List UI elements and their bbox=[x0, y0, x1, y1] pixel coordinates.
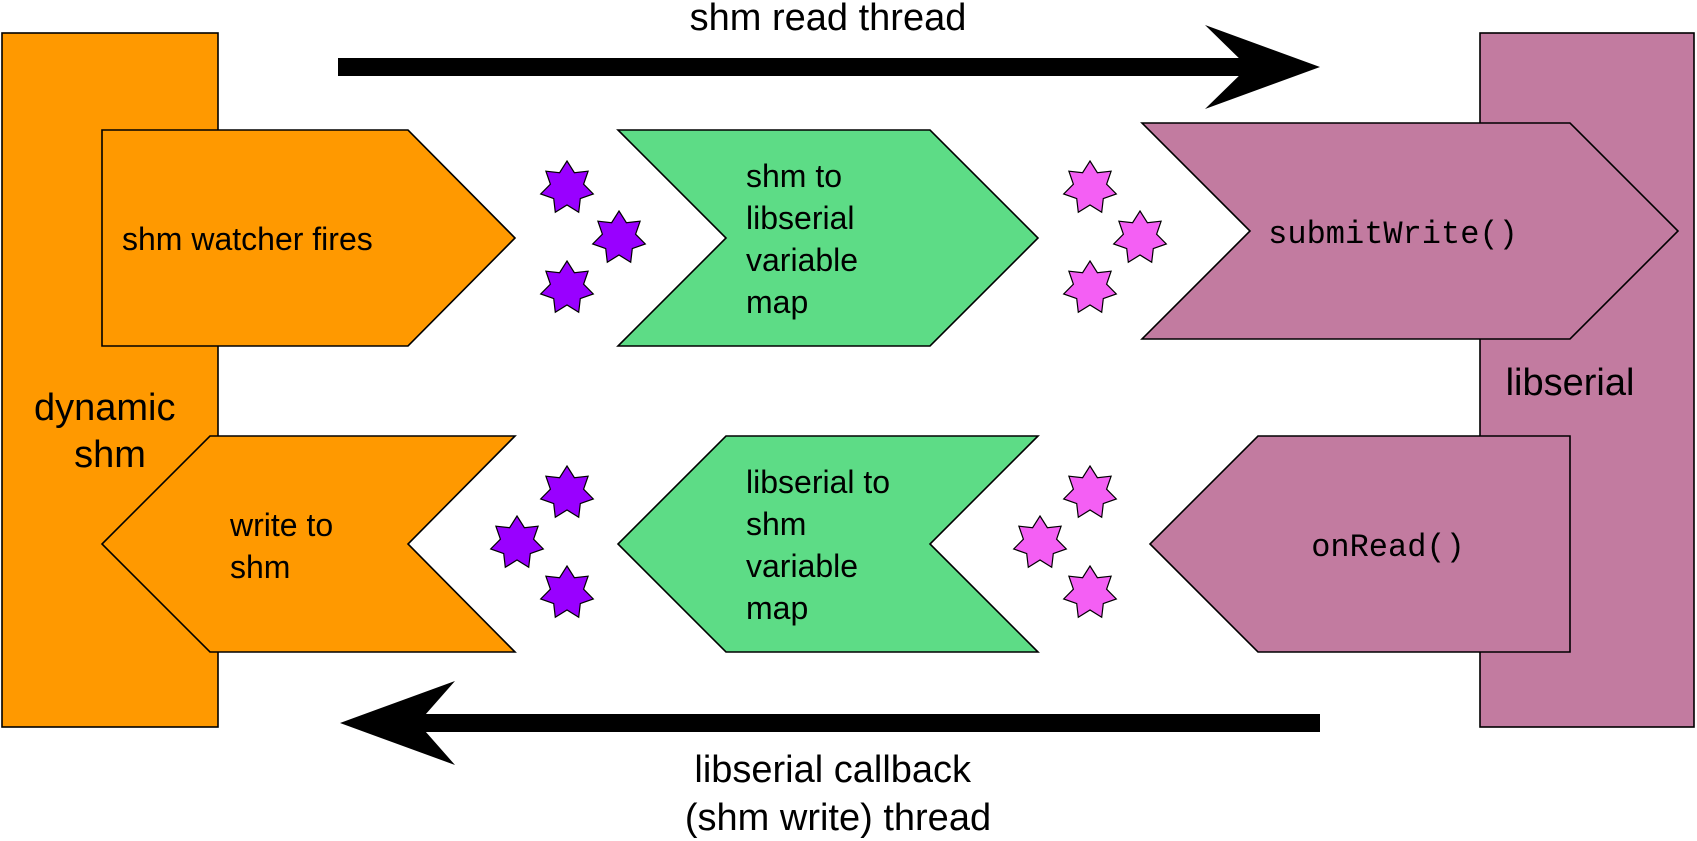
shm-watcher-fires-step bbox=[101, 129, 517, 347]
shm-to-libserial-map-step bbox=[616, 129, 1040, 347]
star-libserial-side bbox=[1062, 464, 1118, 519]
write-thread-label: libserial callback (shm write) thread bbox=[685, 749, 991, 839]
on-read-label: onRead() bbox=[1311, 529, 1465, 566]
star-shm-side bbox=[539, 259, 595, 314]
star-shm-side bbox=[539, 564, 595, 619]
star-libserial-side bbox=[1112, 209, 1168, 264]
star-libserial-side bbox=[1062, 259, 1118, 314]
star-libserial-side bbox=[1062, 159, 1118, 214]
star-libserial-side bbox=[1062, 564, 1118, 619]
libserial-label: libserial bbox=[1506, 362, 1635, 404]
write-thread-arrow bbox=[340, 681, 1320, 765]
star-libserial-side bbox=[1012, 514, 1068, 569]
libserial-to-shm-map-step bbox=[616, 435, 1040, 653]
read-thread-arrow bbox=[338, 25, 1320, 109]
submit-write-label: submitWrite() bbox=[1268, 216, 1518, 253]
libserial-to-shm-map-label: libserial to shm variable map bbox=[746, 464, 899, 626]
star-shm-side bbox=[489, 514, 545, 569]
write-to-shm-label: write to shm bbox=[229, 507, 342, 585]
shm-to-libserial-map-label: shm to libserial variable map bbox=[746, 158, 867, 320]
read-thread-label: shm read thread bbox=[690, 0, 967, 39]
submit-write-step bbox=[1140, 122, 1680, 340]
star-shm-side bbox=[539, 464, 595, 519]
shm-watcher-fires-label: shm watcher fires bbox=[122, 221, 373, 257]
message-stars bbox=[489, 159, 1168, 619]
on-read-step bbox=[1148, 435, 1571, 653]
write-to-shm-step bbox=[100, 435, 517, 653]
star-shm-side bbox=[591, 209, 647, 264]
dynamic-shm-label: dynamic shm bbox=[34, 387, 186, 476]
star-shm-side bbox=[539, 159, 595, 214]
